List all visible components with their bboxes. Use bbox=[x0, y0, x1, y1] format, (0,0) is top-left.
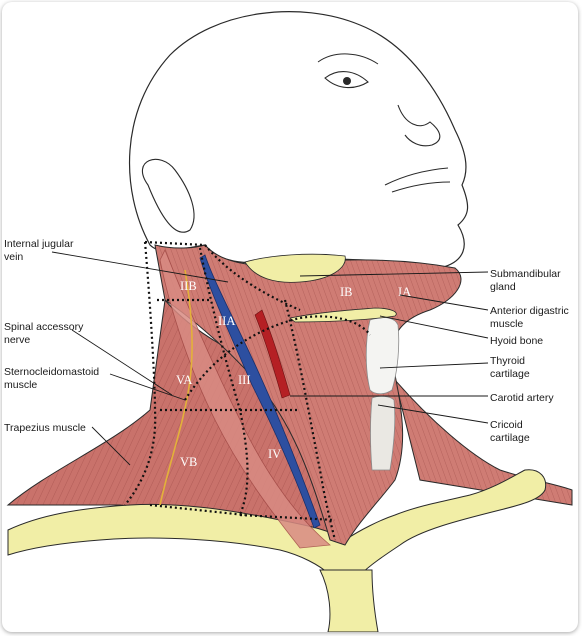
eye-pupil bbox=[343, 77, 351, 85]
ear-outline bbox=[141, 158, 195, 233]
cricoid-cartilage bbox=[370, 395, 396, 471]
carotid-artery bbox=[254, 309, 291, 399]
zone-label-III: III bbox=[238, 373, 251, 387]
label-submandibular-gland: Submandibular gland bbox=[490, 268, 561, 293]
spinal-accessory-nerve bbox=[159, 269, 193, 506]
internal-jugular-vein bbox=[199, 254, 321, 529]
eyebrow bbox=[317, 53, 379, 65]
zone-label-IV: IV bbox=[268, 447, 281, 461]
hyoid-bone bbox=[289, 307, 397, 323]
label-thyroid-cartilage: Thyroid cartilage bbox=[490, 355, 530, 380]
leader-lines bbox=[51, 251, 489, 466]
sternum bbox=[319, 569, 379, 632]
level-boundaries bbox=[124, 240, 371, 541]
label-cricoid-cartilage: Cricoid cartilage bbox=[490, 419, 530, 444]
mouth-outline bbox=[384, 167, 451, 193]
zone-label-IB: IB bbox=[340, 285, 353, 299]
label-spinal-accessory-nerve: Spinal accessory nerve bbox=[4, 321, 84, 346]
sternocleidomastoid-band bbox=[159, 249, 331, 549]
label-anterior-digastric-muscle: Anterior digastric muscle bbox=[490, 305, 569, 330]
clavicle bbox=[7, 469, 547, 576]
nose-outline bbox=[397, 104, 441, 147]
label-internal-jugular-vein: Internal jugular vein bbox=[4, 238, 74, 263]
label-hyoid-bone: Hyoid bone bbox=[490, 335, 544, 347]
label-trapezius-muscle: Trapezius muscle bbox=[4, 422, 86, 434]
right-shoulder bbox=[394, 379, 573, 506]
label-carotid-artery: Carotid artery bbox=[490, 392, 554, 404]
label-sternocleidomastoid-muscle: Sternocleidomastoid muscle bbox=[4, 366, 100, 391]
zone-label-VB: VB bbox=[180, 455, 197, 469]
zone-label-VA: VA bbox=[176, 373, 192, 387]
zone-label-IIB: IIB bbox=[180, 279, 197, 293]
thyroid-cartilage bbox=[365, 317, 400, 395]
zone-label-IIA: IIA bbox=[218, 314, 235, 328]
